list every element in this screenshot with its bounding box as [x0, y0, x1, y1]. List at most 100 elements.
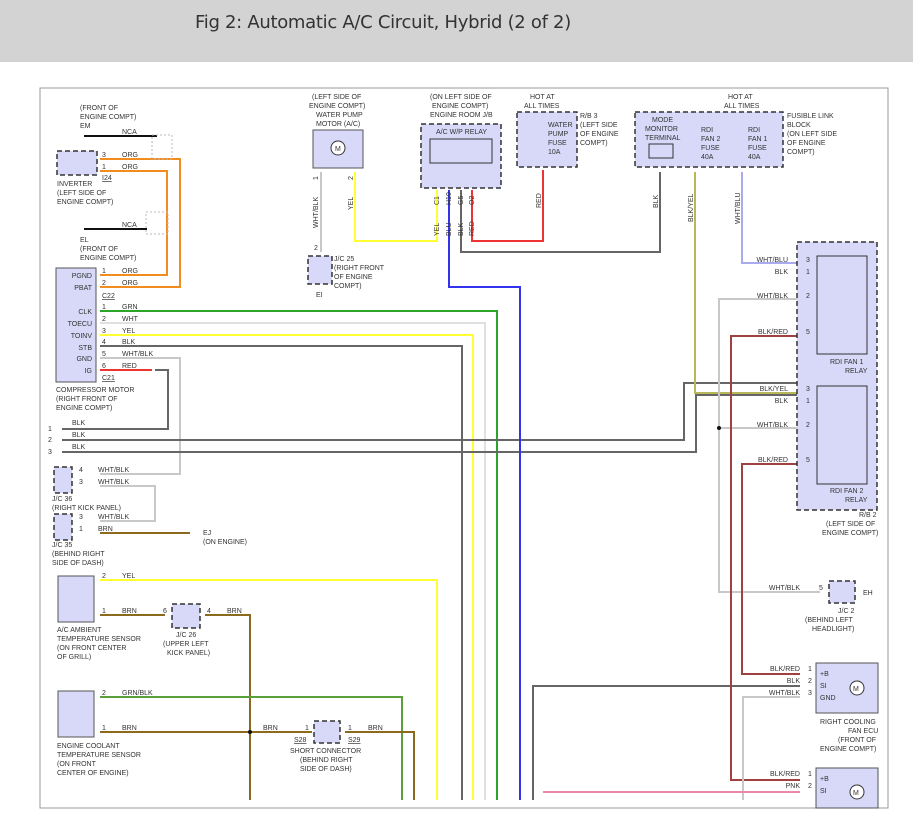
wire-blu-h10	[448, 190, 521, 800]
wire-red-o2	[471, 170, 544, 242]
svg-text:2: 2	[806, 422, 810, 429]
svg-text:ENGINE COMPT): ENGINE COMPT)	[57, 199, 113, 206]
svg-text:I24: I24	[102, 175, 112, 182]
wire-org-pbat	[100, 158, 181, 288]
svg-text:FAN 2: FAN 2	[701, 136, 721, 143]
relay1-pins: 3 1 2 5 WHT/BLU BLK WHT/BLK BLK/RED	[757, 257, 811, 336]
wire-wht-blu	[741, 172, 800, 264]
svg-text:M: M	[335, 146, 341, 153]
svg-text:+B: +B	[820, 671, 829, 678]
jc25: 2 J/C 25 (RIGHT FRONT OF ENGINE COMPT) E…	[307, 245, 385, 299]
wire-yel-pump	[354, 172, 438, 242]
svg-text:BRN: BRN	[122, 608, 137, 615]
svg-text:S29: S29	[348, 737, 361, 744]
svg-text:(ON FRONT CENTER: (ON FRONT CENTER	[57, 645, 126, 652]
wire-blk-g5	[460, 172, 661, 253]
svg-text:1: 1	[48, 426, 52, 433]
wires	[62, 135, 820, 800]
svg-text:WHT/BLK: WHT/BLK	[769, 585, 800, 592]
svg-text:GND: GND	[820, 695, 836, 702]
svg-text:(RIGHT KICK PANEL): (RIGHT KICK PANEL)	[52, 505, 121, 512]
wire-wht-toecu	[100, 322, 486, 800]
svg-text:S28: S28	[294, 737, 307, 744]
svg-text:A/C AMBIENT: A/C AMBIENT	[57, 627, 102, 634]
svg-text:STB: STB	[78, 345, 92, 352]
svg-text:FUSE: FUSE	[548, 140, 567, 147]
svg-text:5: 5	[806, 329, 810, 336]
svg-text:PGND: PGND	[72, 273, 92, 280]
svg-text:(LEFT SIDE: (LEFT SIDE	[580, 122, 618, 129]
svg-text:ORG: ORG	[122, 280, 138, 287]
svg-text:G5: G5	[458, 196, 465, 205]
svg-text:EH: EH	[863, 590, 873, 597]
svg-text:TEMPERATURE SENSOR: TEMPERATURE SENSOR	[57, 636, 141, 643]
svg-text:KICK PANEL): KICK PANEL)	[167, 650, 210, 657]
wire-blk-stb	[100, 345, 463, 800]
svg-text:TEMPERATURE SENSOR: TEMPERATURE SENSOR	[57, 752, 141, 759]
wire-brn-jc26	[205, 614, 251, 800]
svg-text:ENGINE COMPT): ENGINE COMPT)	[80, 114, 136, 121]
svg-text:WHT/BLK: WHT/BLK	[313, 197, 320, 228]
svg-text:TOECU: TOECU	[68, 321, 92, 328]
svg-text:COMPT): COMPT)	[334, 283, 362, 290]
svg-text:FAN ECU: FAN ECU	[848, 728, 878, 735]
svg-text:BLK: BLK	[72, 420, 86, 427]
svg-text:J/C 25: J/C 25	[334, 256, 354, 263]
svg-text:(FRONT OF: (FRONT OF	[838, 737, 876, 744]
svg-text:ENGINE COMPT): ENGINE COMPT)	[822, 530, 878, 537]
svg-text:PNK: PNK	[786, 783, 801, 790]
svg-text:WHT/BLU: WHT/BLU	[735, 193, 742, 225]
svg-text:EM: EM	[80, 123, 91, 130]
svg-text:1: 1	[102, 164, 106, 171]
wire-blk-red-2	[741, 463, 800, 675]
svg-text:EI: EI	[316, 292, 323, 299]
svg-text:A/C W/P RELAY: A/C W/P RELAY	[436, 129, 487, 136]
svg-text:BLK: BLK	[775, 269, 789, 276]
svg-text:NCA: NCA	[122, 222, 137, 229]
rb2-relay-block: RDI FAN 1 RELAY RDI FAN 2 RELAY R/B 2 (L…	[796, 241, 878, 537]
rb3-water-pump-fuse: HOT AT ALL TIMES WATER PUMP FUSE 10A R/B…	[516, 94, 619, 208]
splice-dot	[717, 426, 721, 430]
svg-text:PUMP: PUMP	[548, 131, 569, 138]
ground-em: (FRONT OF ENGINE COMPT) EM NCA	[80, 105, 173, 160]
water-pump-motor: (LEFT SIDE OF ENGINE COMPT) WATER PUMP M…	[309, 94, 365, 228]
svg-text:1: 1	[313, 176, 320, 180]
svg-text:MODE: MODE	[652, 117, 673, 124]
svg-text:BLK/RED: BLK/RED	[770, 666, 800, 673]
svg-text:BLK/YEL: BLK/YEL	[760, 386, 789, 393]
figure-title: Fig 2: Automatic A/C Circuit, Hybrid (2 …	[195, 12, 571, 33]
svg-text:BLK: BLK	[458, 222, 465, 236]
svg-text:J/C 2: J/C 2	[838, 608, 854, 615]
svg-text:COMPT): COMPT)	[787, 149, 815, 156]
svg-text:RDI: RDI	[701, 127, 713, 134]
svg-text:BRN: BRN	[227, 608, 242, 615]
svg-text:WHT/BLU: WHT/BLU	[757, 257, 789, 264]
svg-text:BRN: BRN	[122, 725, 137, 732]
svg-text:2: 2	[806, 293, 810, 300]
svg-text:O2: O2	[469, 196, 476, 205]
relay2-pins: 3 1 2 5 BLK/YEL BLK WHT/BLK BLK/RED	[757, 386, 810, 464]
svg-text:5: 5	[102, 351, 106, 358]
svg-text:COMPT): COMPT)	[580, 140, 608, 147]
jc36: 4 3 WHT/BLK WHT/BLK J/C 36 (RIGHT KICK P…	[52, 466, 129, 512]
jc26: 6 4 BRN J/C 26 (UPPER LEFT KICK PANEL)	[163, 603, 242, 657]
svg-text:BLU: BLU	[446, 222, 453, 236]
svg-text:2: 2	[808, 678, 812, 685]
svg-text:GRN: GRN	[122, 304, 138, 311]
svg-text:YEL: YEL	[122, 573, 135, 580]
svg-text:WHT/BLK: WHT/BLK	[98, 467, 129, 474]
svg-text:(RIGHT FRONT: (RIGHT FRONT	[334, 265, 385, 272]
svg-text:CLK: CLK	[78, 309, 92, 316]
svg-text:3: 3	[102, 152, 106, 159]
svg-text:OF GRILL): OF GRILL)	[57, 654, 91, 661]
svg-text:BRN: BRN	[263, 725, 278, 732]
wire-blk-bus3	[62, 394, 800, 453]
bus-labels: 1 2 3 BLK BLK BLK	[48, 420, 86, 456]
svg-text:ALL TIMES: ALL TIMES	[524, 103, 560, 110]
svg-text:R/B 2: R/B 2	[859, 512, 877, 519]
svg-text:RED: RED	[469, 221, 476, 236]
svg-text:NCA: NCA	[122, 129, 137, 136]
motor-icon	[849, 784, 865, 800]
svg-text:M: M	[853, 790, 859, 797]
svg-text:(BEHIND RIGHT: (BEHIND RIGHT	[300, 757, 353, 764]
